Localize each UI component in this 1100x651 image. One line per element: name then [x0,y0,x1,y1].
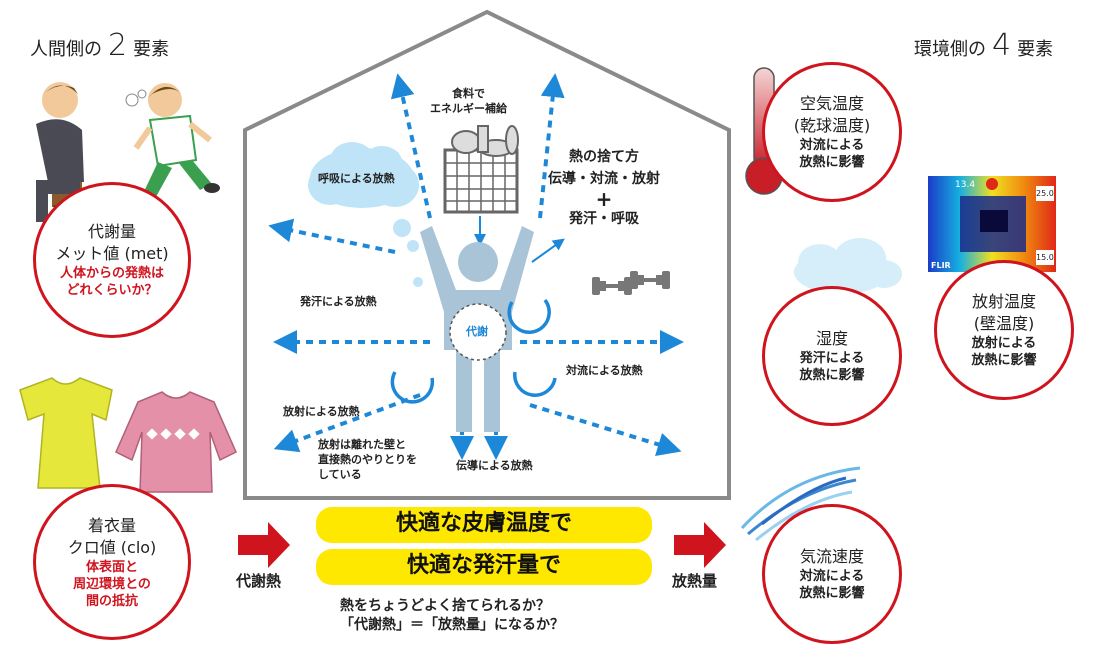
air-speed-note-2: 放熱に影響 [799,586,865,601]
person-running-icon [125,83,220,211]
radiation-note: 放射は離れた壁と 直接熱のやりとりを している [318,437,417,482]
radiation-label: 放射による放熱 [283,405,360,418]
radiant-temp-title: 放射温度 [971,292,1036,311]
sweater-icon [115,391,237,493]
radiant-temp-subtitle: (壁温度) [973,314,1035,333]
clothing-unit: クロ値 (clo) [67,537,157,557]
wind-icon [740,466,861,542]
heat-disposal-plus: + [595,187,613,211]
question-text: 熱をちょうどよく捨てられるか？ 「代謝熱」＝「放熱量」になるか？ [340,597,564,635]
thermal-temp-top: 13.4 [955,180,976,190]
air-temp-circle: 空気温度 (乾球温度) 対流による 放熱に影響 [762,62,902,202]
metabolism-unit: メット値 (met) [55,244,169,263]
air-speed-title: 気流速度 [799,547,864,566]
tshirt-icon [19,377,113,489]
header-right-prefix: 環境側の [914,39,986,60]
clothing-note-2: 周辺環境との [73,576,151,592]
food-label-1: 食料で [452,87,485,100]
radiation-note-3: している [318,468,362,481]
house-outline [243,9,731,500]
breath-label: 呼吸による放熱 [318,172,395,185]
clothing-note-3: 間の抵抗 [85,593,138,609]
air-speed-note-1: 対流による [799,569,865,584]
metabolism-core [449,303,507,361]
cloud-icon [794,238,902,294]
metabolism-circle: 代謝量 メット値 (met) 人体からの発熱は どれくらいか？ [33,182,191,338]
metabolism-note-1: 人体からの発熱は [59,266,164,281]
convection-label: 対流による放熱 [566,364,643,377]
metabolism-note-2: どれくらいか？ [66,283,158,298]
clothing-title: 着衣量 [87,515,136,535]
air-temp-note-1: 対流による [799,138,865,153]
thermal-brand: FLIR [931,261,951,270]
header-left-number: 2 [108,28,128,63]
thermal-camera-icon [928,176,1056,272]
conduction-arrows [450,430,508,460]
metabolic-heat-label: 代謝熱 [236,572,282,590]
heat-disposal-extra: 発汗・呼吸 [569,211,639,227]
heat-release-label: 放熱量 [672,572,718,590]
humidity-circle: 湿度 発汗による 放熱に影響 [762,286,902,426]
radiant-temp-note-2: 放熱に影響 [971,353,1037,368]
dumbbell-icon [592,271,670,295]
radiant-temp-circle: 放射温度 (壁温度) 放射による 放熱に影響 [934,260,1074,400]
food-label: 食料で エネルギー補給 [430,86,507,116]
air-temp-subtitle: (乾球温度) [793,116,871,135]
conduction-label: 伝導による放熱 [456,459,533,472]
heat-disposal-arrow [531,238,565,263]
metabolism-title: 代謝量 [87,222,136,241]
right-red-arrow [674,522,726,568]
humidity-note-2: 放熱に影響 [799,368,865,383]
radiation-note-1: 放射は離れた壁と [318,438,406,451]
air-temp-title: 空気温度 [799,94,864,113]
radiant-temp-note-1: 放射による [971,336,1037,351]
humidity-title: 湿度 [815,329,848,348]
comfort-sweat-bar: 快適な発汗量で [316,549,652,585]
heat-disposal-title: 熱の捨て方 [569,149,639,165]
metabolism-core-label: 代謝 [466,325,488,338]
clothing-note-1: 体表面と [85,559,138,575]
heat-disposal-methods: 伝導・対流・放射 [548,171,660,187]
comfort-skin-temp-bar: 快適な皮膚温度で [316,507,652,543]
sweat-label: 発汗による放熱 [300,295,377,308]
header-left-suffix: 要素 [133,39,170,60]
header-right-number: 4 [992,28,1012,63]
food-label-2: エネルギー補給 [430,102,507,115]
convection-loops [390,298,557,404]
humidity-note-1: 発汗による [799,351,865,366]
question-line-2: 「代謝熱」＝「放熱量」になるか？ [340,617,564,633]
air-temp-note-2: 放熱に影響 [799,155,865,170]
breath-cloud [308,142,423,287]
thermal-temp-min: 15.0 [1036,250,1054,265]
radiation-note-2: 直接熱のやりとりを [318,453,417,466]
heat-disposal-label: 熱の捨て方 伝導・対流・放射 + 発汗・呼吸 [548,146,660,230]
thermal-temp-max: 25.0 [1036,186,1054,201]
question-line-1: 熱をちょうどよく捨てられるか？ [340,598,550,614]
header-left-prefix: 人間側の [30,39,102,60]
food-basket-icon [443,125,519,214]
heat-arrows [268,73,684,456]
clothing-circle: 着衣量 クロ値 (clo) 体表面と 周辺環境との 間の抵抗 [33,484,191,640]
header-right-suffix: 要素 [1017,39,1054,60]
air-speed-circle: 気流速度 対流による 放熱に影響 [762,504,902,644]
left-red-arrow [238,522,290,568]
